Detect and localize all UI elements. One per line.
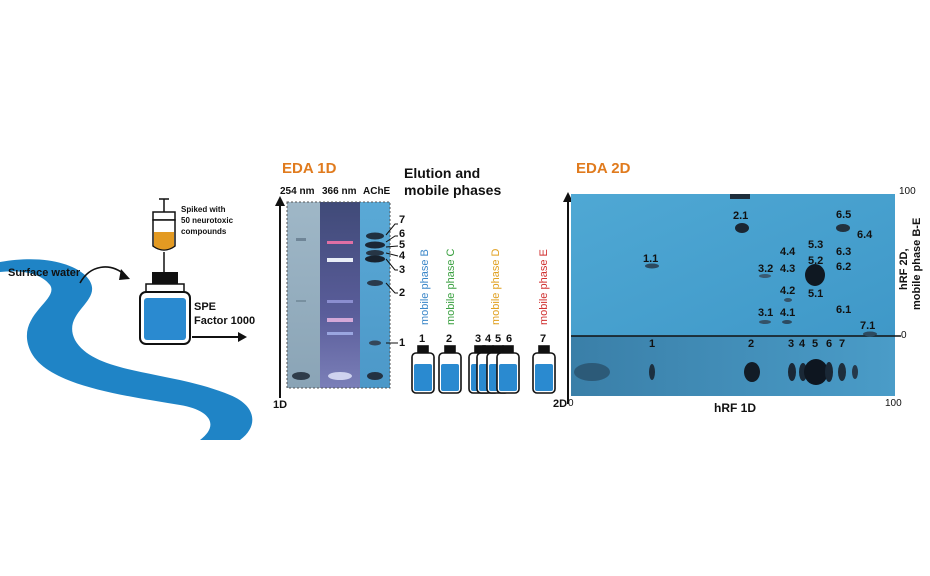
baseline-label-4: 4 bbox=[799, 338, 806, 350]
baseline-label-5: 5 bbox=[812, 338, 819, 350]
eda2d-title: EDA 2D bbox=[576, 160, 631, 177]
spot-label-5-2: 5.2 bbox=[808, 255, 824, 267]
eda2d-axis-label: 2D bbox=[553, 398, 568, 410]
bottle-number-4: 4 bbox=[485, 333, 492, 345]
spot-label-6-2: 6.2 bbox=[836, 261, 852, 273]
spot-label-6-4: 6.4 bbox=[857, 229, 873, 241]
spot-label-4-2: 4.2 bbox=[780, 285, 796, 297]
river-label: Surface water bbox=[8, 267, 81, 279]
spike-label-line-3: compounds bbox=[181, 227, 227, 236]
spot-label-1-1: 1.1 bbox=[643, 253, 659, 265]
bottle-number-6: 6 bbox=[506, 333, 513, 345]
spot-label-6-3: 6.3 bbox=[836, 246, 852, 258]
bottle-number-7: 7 bbox=[540, 333, 547, 345]
spot-label-4-4: 4.4 bbox=[780, 246, 796, 258]
y-tick-100: 100 bbox=[899, 186, 916, 197]
band-label-4: 4 bbox=[399, 250, 406, 262]
spike-label: Spiked with 50 neurotoxic compounds bbox=[181, 204, 233, 237]
y-axis-label-2: mobile phase B-E bbox=[911, 217, 923, 310]
spe-label-line-2: Factor 1000 bbox=[194, 315, 256, 327]
band-label-7: 7 bbox=[399, 214, 406, 226]
spot-label-4-1: 4.1 bbox=[780, 307, 796, 319]
band-label-3: 3 bbox=[399, 264, 406, 276]
baseline-label-3: 3 bbox=[788, 338, 795, 350]
spot-label-6-5: 6.5 bbox=[836, 209, 852, 221]
baseline-label-7: 7 bbox=[839, 338, 846, 350]
spot-label-4-3: 4.3 bbox=[780, 263, 796, 275]
phases-title-line-2: mobile phases bbox=[404, 182, 502, 198]
band-label-5: 5 bbox=[399, 239, 406, 251]
x-axis-label: hRF 1D bbox=[714, 401, 756, 415]
baseline-label-6: 6 bbox=[826, 338, 833, 350]
bottle-number-1: 1 bbox=[419, 333, 426, 345]
spe-label: SPE Factor 1000 bbox=[194, 300, 255, 328]
eda1d-title: EDA 1D bbox=[282, 160, 337, 177]
spot-label-6-1: 6.1 bbox=[836, 304, 852, 316]
bottle-number-3: 3 bbox=[475, 333, 482, 345]
phases-title: Elution and mobile phases bbox=[404, 165, 501, 199]
lane-254-label: 254 nm bbox=[280, 186, 315, 197]
band-label-6: 6 bbox=[399, 228, 406, 240]
spot-label-5-3: 5.3 bbox=[808, 239, 824, 251]
baseline-label-1: 1 bbox=[649, 338, 656, 350]
spot-label-3-1: 3.1 bbox=[758, 307, 774, 319]
lane-366-label: 366 nm bbox=[322, 186, 357, 197]
bottle-number-5: 5 bbox=[495, 333, 502, 345]
spot-label-2-1: 2.1 bbox=[733, 210, 749, 222]
spike-label-line-1: Spiked with bbox=[181, 205, 226, 214]
spot-label-5-1: 5.1 bbox=[808, 288, 824, 300]
phases-title-line-1: Elution and bbox=[404, 165, 481, 181]
y-axis-label-1: hRF 2D, bbox=[898, 248, 910, 290]
bottle-number-2: 2 bbox=[446, 333, 453, 345]
baseline-label-2: 2 bbox=[748, 338, 755, 350]
spot-label-3-2: 3.2 bbox=[758, 263, 774, 275]
band-label-1: 1 bbox=[399, 337, 406, 349]
x-tick-0: 0 bbox=[568, 398, 574, 409]
lane-ache-label: AChE bbox=[363, 186, 391, 197]
eda1d-axis-label: 1D bbox=[273, 399, 288, 411]
spe-label-line-1: SPE bbox=[194, 301, 217, 313]
spike-label-line-2: 50 neurotoxic bbox=[181, 216, 234, 225]
y-tick-0: 0 bbox=[901, 330, 907, 341]
x-tick-100: 100 bbox=[885, 398, 902, 409]
spot-label-7-1: 7.1 bbox=[860, 320, 876, 332]
band-label-2: 2 bbox=[399, 287, 406, 299]
